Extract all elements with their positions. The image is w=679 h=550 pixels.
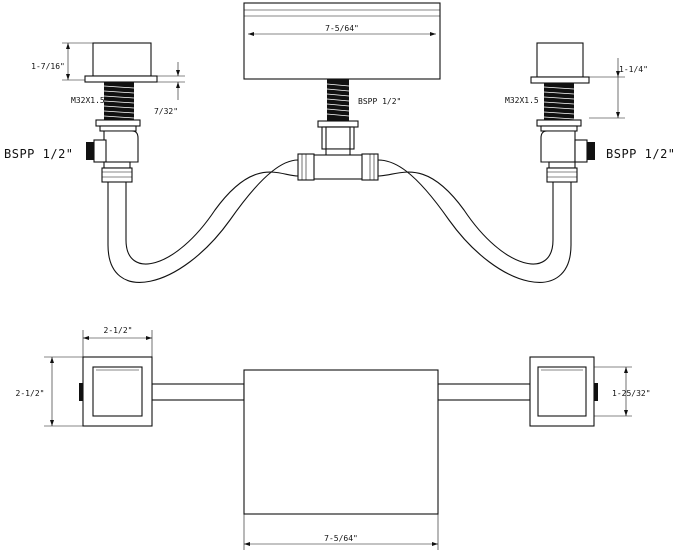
spout-body <box>243 2 441 80</box>
left-gap-label: 7/32" <box>154 107 178 116</box>
right-thread-label: M32X1.5 <box>505 96 539 105</box>
left-port-label: BSPP 1/2" <box>4 147 74 161</box>
plan-spout-body <box>243 369 439 515</box>
hose-right <box>377 159 572 283</box>
plan-right-handle-dimension: 1-25/32" <box>594 366 651 417</box>
plan-bottom-width-label: 7-5/64" <box>324 534 358 543</box>
plan-left-bar <box>151 383 245 401</box>
left-handle-elevation <box>84 42 158 183</box>
top-width-label: 7-5/64" <box>325 24 359 33</box>
elevation-view: 7-5/64" BSPP 1/2" <box>4 2 676 283</box>
right-handle-elevation <box>530 42 595 183</box>
left-handle-height-dimension: 1-7/16" <box>31 42 93 81</box>
center-thread-label: BSPP 1/2" <box>358 97 401 106</box>
left-thread-label: M32X1.5 <box>71 96 105 105</box>
plan-left-handle <box>79 356 153 427</box>
center-shank <box>317 79 359 150</box>
plan-view: 2-1/2" 2-1/2" 1-25/32" 7-5/64 <box>16 326 651 550</box>
plan-handle-height-dimension: 2-1/2" <box>16 356 83 427</box>
plan-handle-height-label: 2-1/2" <box>16 389 45 398</box>
top-width-dimension: 7-5/64" <box>248 24 436 36</box>
left-handle-height-label: 1-7/16" <box>31 62 65 71</box>
plan-handle-width-dimension: 2-1/2" <box>82 326 153 357</box>
plan-handle-width-label: 2-1/2" <box>104 326 133 335</box>
plan-right-handle <box>529 356 598 427</box>
tee-connector <box>297 148 379 181</box>
plan-bottom-width-dimension: 7-5/64" <box>243 514 439 550</box>
plan-right-bar <box>437 383 531 401</box>
plan-right-handle-label: 1-25/32" <box>612 389 651 398</box>
left-gap-dimension: 7/32" <box>154 62 185 116</box>
right-port-label: BSPP 1/2" <box>606 147 676 161</box>
right-handle-height-dimension: 1-1/4" <box>583 58 648 119</box>
hose-left <box>107 159 299 283</box>
right-handle-height-label: 1-1/4" <box>619 65 648 74</box>
